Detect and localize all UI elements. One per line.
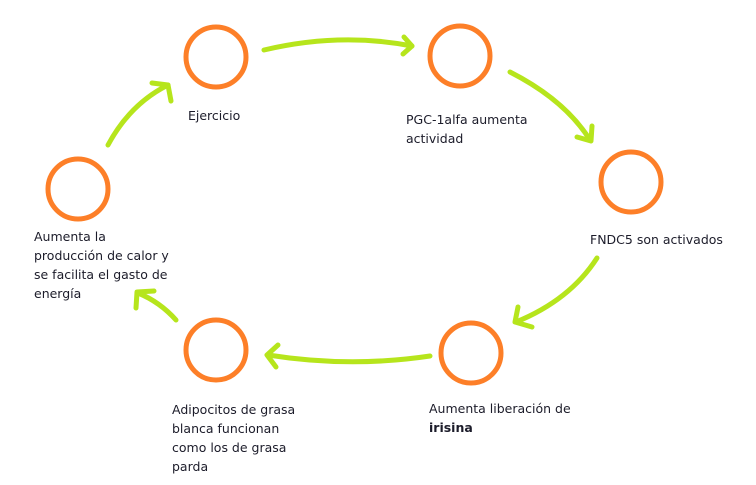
- node-circle-ejercicio: [183, 24, 249, 90]
- label-line: parda: [172, 459, 209, 474]
- label-line: Adipocitos de grasa: [172, 402, 296, 417]
- label-calor: Aumenta la producción de calor y se faci…: [34, 227, 169, 303]
- node-circle-fndc5: [598, 149, 664, 215]
- label-line-bold: irisina: [429, 420, 473, 435]
- label-line: actividad: [406, 131, 464, 146]
- label-line: energía: [34, 286, 82, 301]
- arrow-calor-to-ejercicio: [105, 80, 174, 148]
- label-adipocitos: Adipocitos de grasa blanca funcionan com…: [172, 400, 295, 476]
- node-circle-irisina: [438, 320, 504, 386]
- label-line: Aumenta liberación de: [429, 401, 571, 416]
- label-line: FNDC5 son activados: [590, 232, 723, 247]
- label-ejercicio: Ejercicio: [188, 106, 240, 125]
- label-line: Aumenta la: [34, 229, 106, 244]
- arrow-fndc5-to-irisina: [512, 255, 600, 330]
- label-line: PGC-1alfa aumenta: [406, 112, 528, 127]
- label-pgc: PGC-1alfa aumenta actividad: [406, 110, 528, 148]
- arrow-ejercicio-to-pgc: [261, 34, 415, 57]
- node-circle-adipocitos: [183, 317, 249, 383]
- label-line: como los de grasa: [172, 440, 287, 455]
- node-circle-pgc: [427, 23, 493, 89]
- label-irisina: Aumenta liberación de irisina: [429, 399, 571, 437]
- node-circle-calor: [45, 156, 111, 222]
- label-line: se facilita el gasto de: [34, 267, 168, 282]
- label-line: producción de calor y: [34, 248, 169, 263]
- label-line: Ejercicio: [188, 108, 241, 123]
- arrow-irisina-to-adipocitos: [264, 342, 433, 370]
- arrow-adipocitos-to-calor: [133, 288, 179, 323]
- label-line: blanca funcionan: [172, 421, 280, 436]
- arrow-pgc-to-fndc5: [507, 69, 595, 144]
- label-fndc5: FNDC5 son activados: [590, 230, 723, 249]
